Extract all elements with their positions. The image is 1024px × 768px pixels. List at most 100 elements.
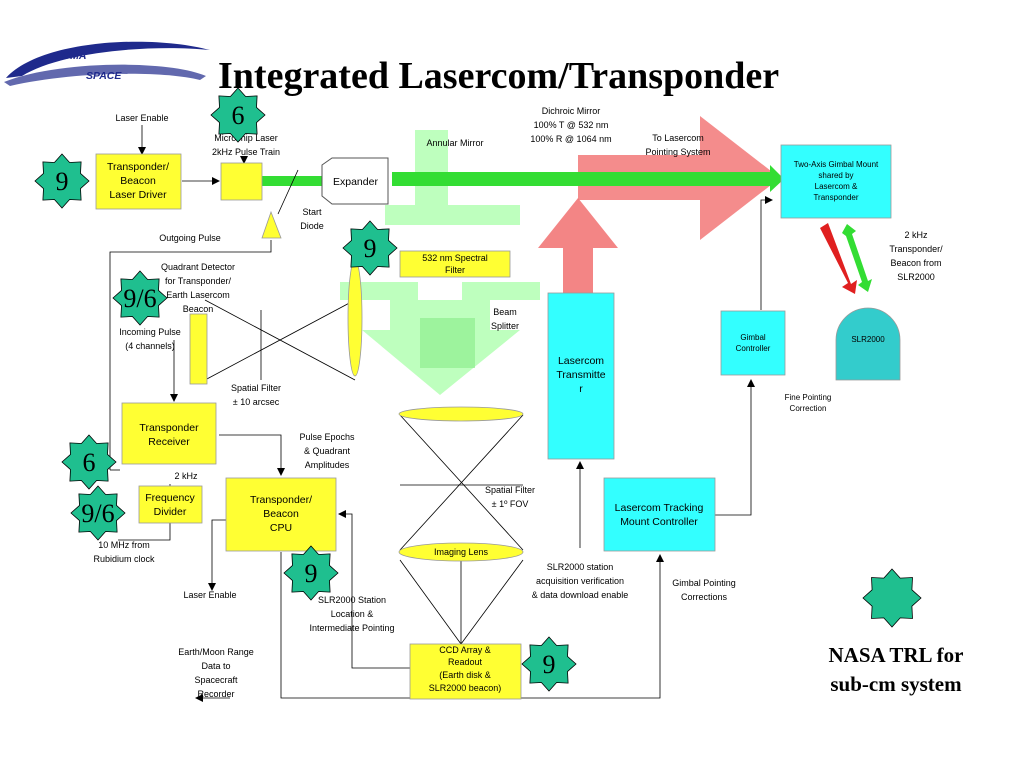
pulse-epochs-label-3: Amplitudes [305, 460, 350, 470]
logo-text-space: SPACE [86, 70, 122, 82]
beacon-slr-label-3: Beacon from [890, 258, 941, 268]
ccd-line1: CCD Array & [439, 645, 491, 655]
cpu-line2: Beacon [263, 508, 299, 520]
receiver-line2: Receiver [148, 436, 190, 448]
trl-star-icon [61, 434, 117, 490]
fine-pointing-label-2: Correction [790, 404, 827, 413]
spectral-filter-block: 532 nm Spectral Filter [399, 250, 511, 278]
spatial-filter-2-label-1: Spatial Filter [485, 485, 535, 495]
laser-enable-bottom-label: Laser Enable [183, 590, 236, 600]
earth-moon-label-4: Recorder [197, 689, 234, 699]
focusing-lens [347, 259, 363, 377]
cpu-line3: CPU [270, 522, 292, 534]
badge-freq-divider: 9/6 [70, 485, 126, 541]
legend-star [862, 568, 922, 628]
start-diode-label-2: Diode [300, 221, 324, 231]
incoming-pulse-label-1: Incoming Pulse [119, 327, 181, 337]
quad-detector-label-1: Quadrant Detector [161, 262, 235, 272]
outgoing-pulse-label: Outgoing Pulse [159, 233, 221, 243]
tracking-line1: Lasercom Tracking [615, 502, 704, 514]
badge-cpu-text: 9 [305, 559, 318, 588]
spatial-filter-1-label-1: Spatial Filter [231, 383, 281, 393]
microchip-label-2: 2kHz Pulse Train [212, 147, 280, 157]
trl-star-icon [210, 87, 266, 143]
trl-badges: 9 6 9 9/6 6 9/6 9 9 [34, 87, 922, 692]
transmitter-line3: r [579, 383, 583, 395]
pulse-epochs-label-1: Pulse Epochs [299, 432, 355, 442]
slr-acq-label-2: acquisition verification [536, 576, 624, 586]
ccd-line2: Readout [448, 657, 483, 667]
transponder-cpu-block: Transponder/ Beacon CPU [225, 477, 337, 552]
gimbal-mount-line2: shared by [818, 171, 853, 180]
incoming-pulse-label-2: (4 channels) [125, 341, 175, 351]
quadrant-detector [189, 313, 208, 385]
trl-star-icon [283, 545, 339, 601]
transponder-beam [392, 165, 784, 192]
trl-star-icon [70, 485, 126, 541]
spatial-filter-1-label-2: ± 10 arcsec [233, 397, 280, 407]
badge-quad-text: 9/6 [123, 284, 156, 313]
quad-detector-label-4: Beacon [183, 304, 214, 314]
gimbal-corrections-label-1: Gimbal Pointing [672, 578, 736, 588]
trl-star-icon [342, 220, 398, 276]
microchip-beam [262, 176, 322, 186]
optical-beams [262, 116, 872, 395]
badge-ccd-text: 9 [543, 650, 556, 679]
slr-acq-label-1: SLR2000 station [547, 562, 614, 572]
gimbal-mount-line1: Two-Axis Gimbal Mount [794, 160, 879, 169]
beam-splitter-label-2: Splitter [491, 321, 519, 331]
quad-detector-label-3: Earth Lasercom [166, 290, 230, 300]
gimbal-controller-line2: Controller [736, 344, 771, 353]
gimbal-corrections-label-2: Corrections [681, 592, 728, 602]
to-lasercom-label-1: To Lasercom [652, 133, 704, 143]
badge-spectral-filter: 9 [342, 220, 398, 276]
gimbal-controller-line1: Gimbal [740, 333, 766, 342]
slr-station-label-3: Intermediate Pointing [309, 623, 394, 633]
trl-star-icon [521, 636, 577, 692]
lasercom-transmitter-block: Lasercom Transmitte r [547, 292, 615, 460]
badge-spectral-text: 9 [364, 234, 377, 263]
laser-driver-block: Transponder/ Beacon Laser Driver [95, 153, 182, 210]
uplink-green-arrow [842, 224, 872, 292]
logo-text-sigma: SIGMA [52, 50, 86, 62]
badge-ccd: 9 [521, 636, 577, 692]
divider-line2: Divider [154, 506, 187, 518]
badge-laser-driver: 9 [34, 153, 90, 209]
ten-mhz-label-1: 10 MHz from [98, 540, 150, 550]
gimbal-controller-block: Gimbal Controller [720, 310, 786, 376]
spectral-filter-line2: Filter [445, 265, 465, 275]
gimbal-mount-line3: Lasercom & [815, 182, 858, 191]
annular-mirror-beam [385, 130, 520, 225]
microchip-laser-block [220, 162, 263, 201]
slr-acq-label-3: & data download enable [532, 590, 629, 600]
cpu-line1: Transponder/ [250, 494, 312, 506]
badge-microchip-laser: 6 [210, 87, 266, 143]
slr2000-label: SLR2000 [851, 335, 885, 344]
downlink-red-arrow [820, 223, 857, 294]
ccd-line4: SLR2000 beacon) [429, 683, 502, 693]
badge-receiver-text: 6 [83, 448, 96, 477]
ccd-array-block: CCD Array & Readout (Earth disk & SLR200… [409, 643, 522, 700]
sigma-space-logo: SIGMA SPACE [4, 41, 210, 86]
microchip-label-1: Microchip Laser [214, 133, 278, 143]
receiver-line1: Transponder [139, 422, 199, 434]
collimating-lens [398, 406, 524, 422]
slr-station-label-1: SLR2000 Station [318, 595, 386, 605]
beacon-slr-label-4: SLR2000 [897, 272, 935, 282]
spatial-filter-2-label-2: ± 1º FOV [492, 499, 529, 509]
badge-receiver: 6 [61, 434, 117, 490]
annular-mirror-label: Annular Mirror [426, 138, 483, 148]
divider-line1: Frequency [145, 492, 195, 504]
laser-driver-line3: Laser Driver [109, 189, 167, 201]
expander-block [321, 157, 389, 205]
legend-text-line1: NASA TRL for [829, 643, 964, 667]
slr-station-label-2: Location & [331, 609, 374, 619]
lasercom-beam-up [538, 198, 618, 293]
transmitter-line2: Transmitte [556, 369, 605, 381]
earth-moon-label-2: Data to [201, 661, 230, 671]
transmitter-line1: Lasercom [558, 355, 604, 367]
beacon-slr-label-2: Transponder/ [889, 244, 943, 254]
legend-star-icon [862, 568, 922, 628]
spectral-filter-line1: 532 nm Spectral [422, 253, 488, 263]
